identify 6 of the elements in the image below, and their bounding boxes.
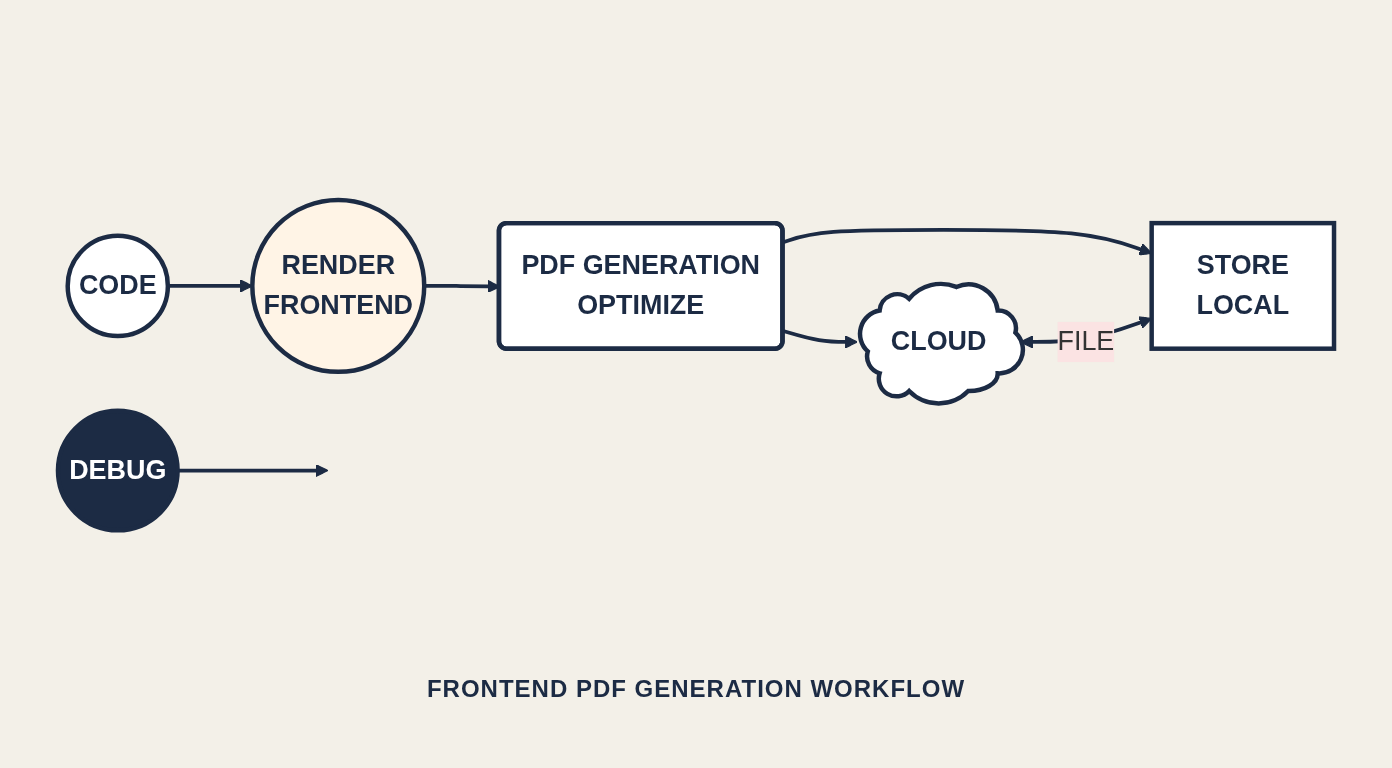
node-circle: RENDER FRONTEND (250, 197, 427, 374)
node-circle: DEBUG (55, 408, 180, 533)
node-circle: CODE (65, 233, 171, 339)
node-box: STORE LOCAL (1149, 220, 1337, 351)
edge-label: FILE (1057, 326, 1115, 356)
diagram-title: FRONTEND PDF GENERATION WORKFLOW (426, 675, 966, 703)
